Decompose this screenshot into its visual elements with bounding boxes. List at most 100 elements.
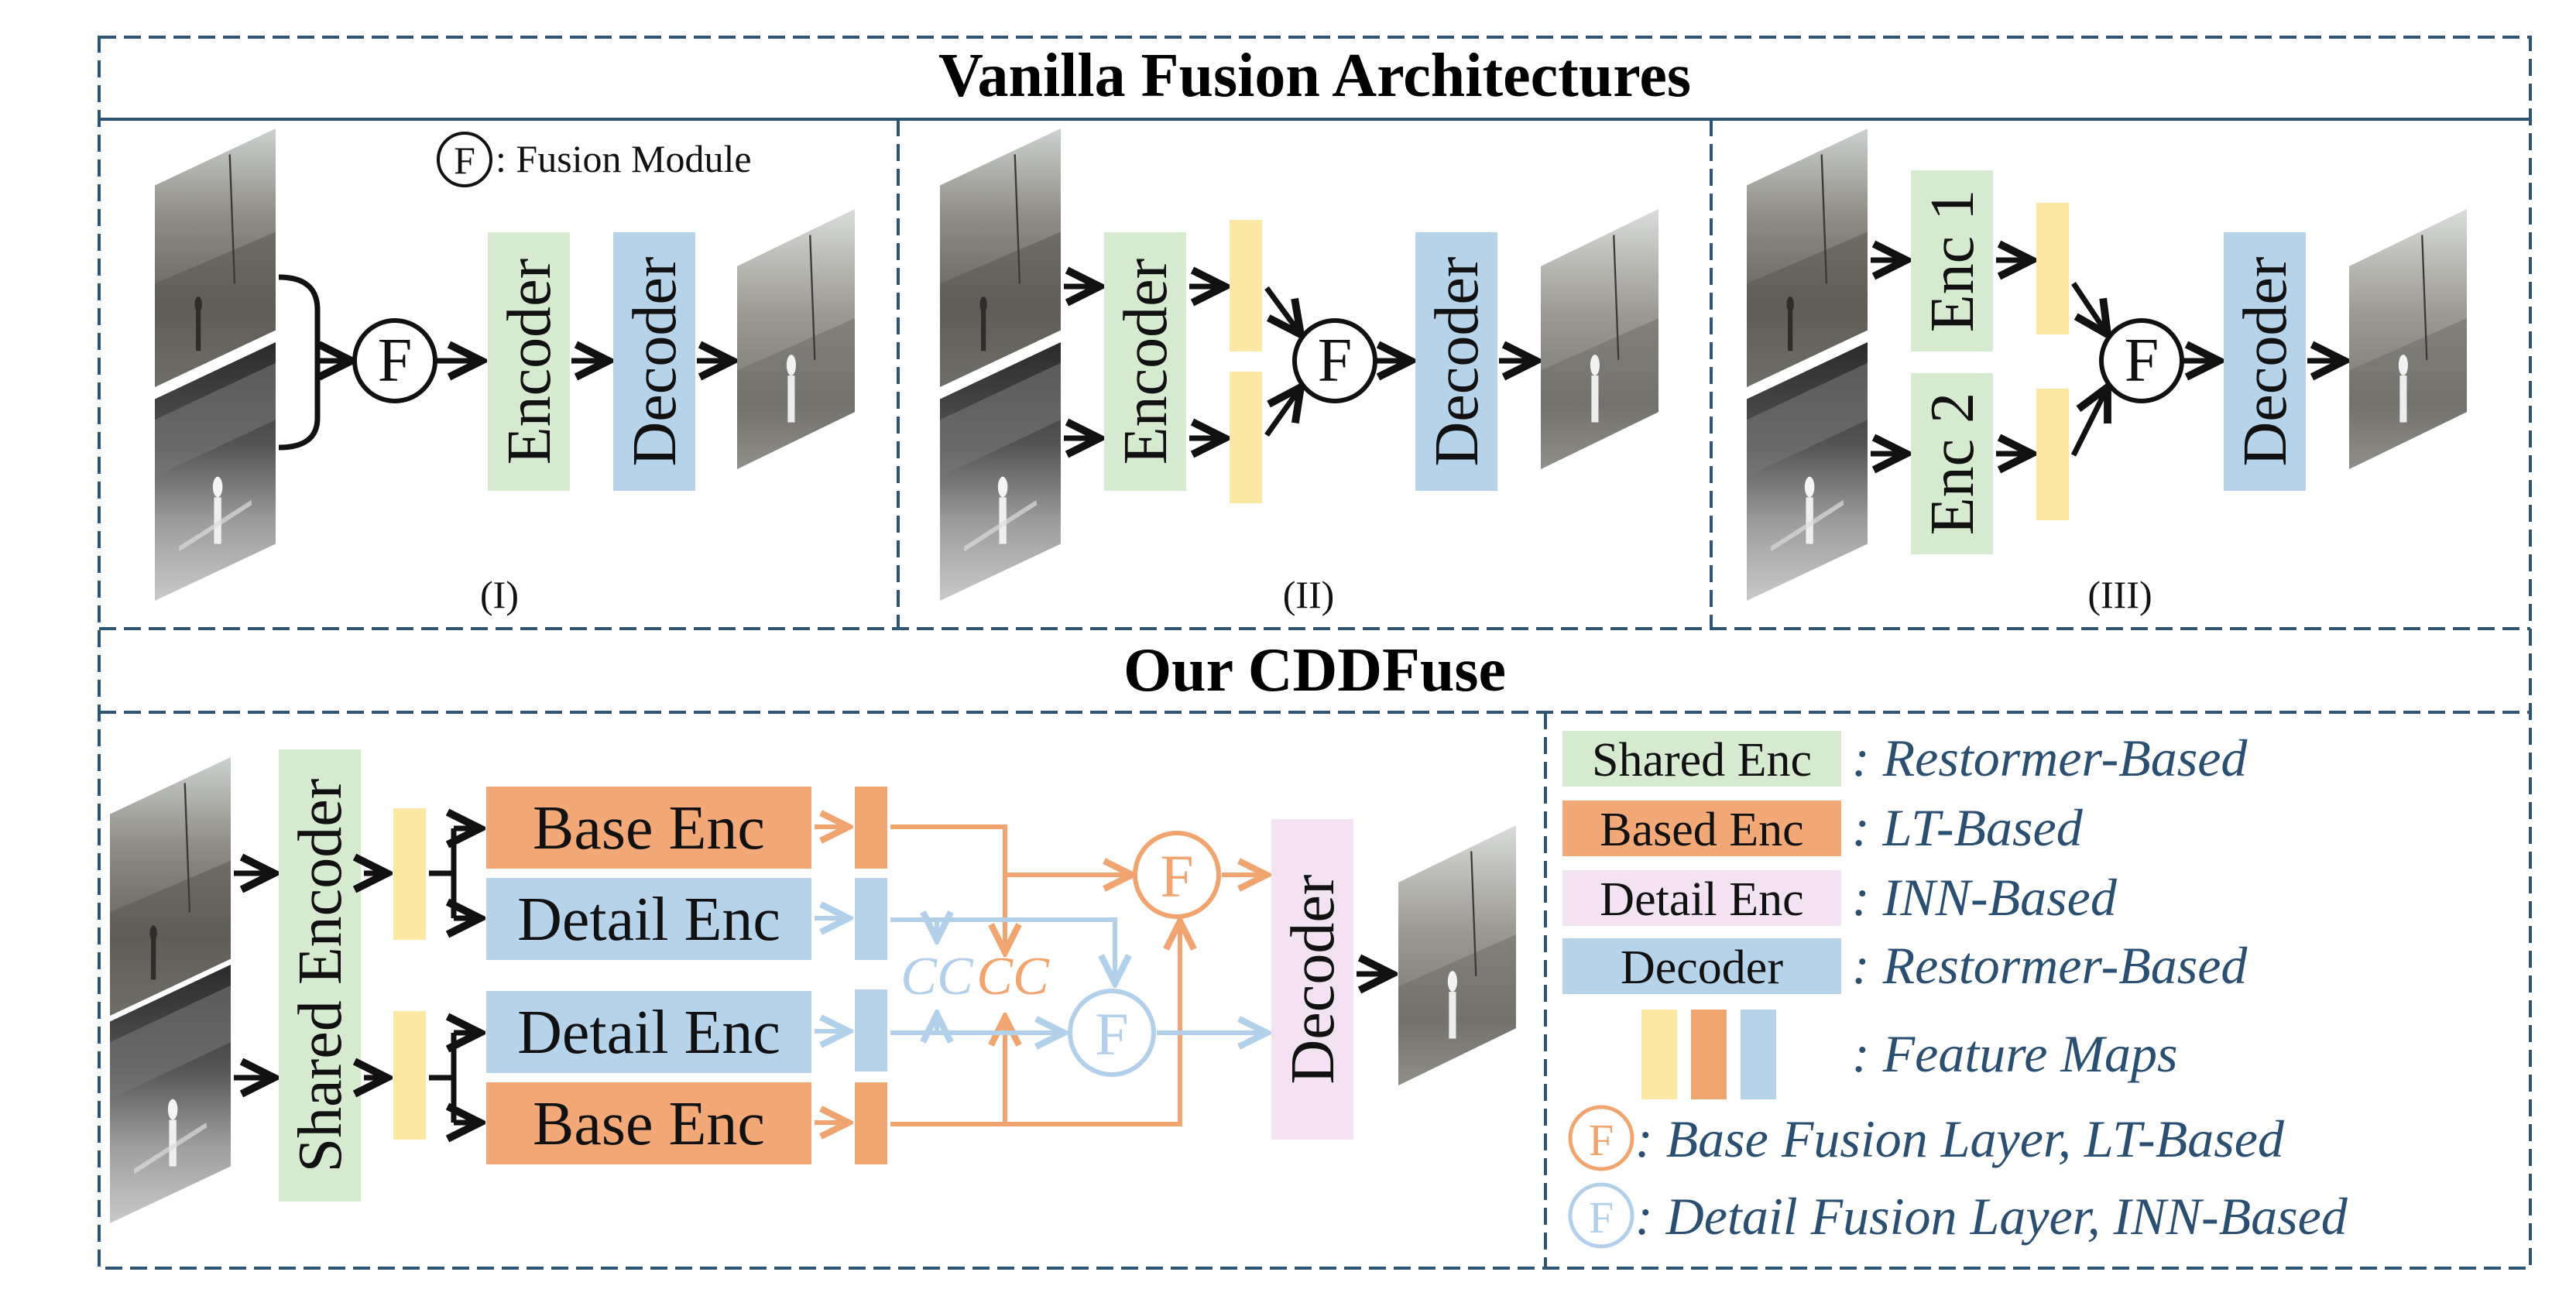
detail-enc-label-top: Detail Enc [517, 886, 780, 954]
detail-enc-block-top [486, 878, 811, 960]
fusion-module-label: F [378, 327, 413, 395]
legend-base-fusion-symbol: F [1589, 1115, 1614, 1165]
legend-box-detail-enc-label: Detail Enc [1600, 873, 1803, 926]
detail-paths [890, 920, 1267, 1033]
figure-frames [98, 36, 2532, 1270]
legend-desc-detail-enc: : INN-Based [1852, 868, 2118, 927]
feature-map [393, 1011, 426, 1140]
legend-box-base-enc-label: Based Enc [1600, 804, 1803, 856]
panel-3: Enc 1 Enc 2 F Decoder (III) [1747, 129, 2467, 616]
decoder-label: Decoder [2231, 257, 2300, 467]
legend-feature-map-orange [1691, 1010, 1727, 1099]
encoder-block [1104, 232, 1186, 491]
encoder-label: Encoder [1112, 259, 1180, 465]
visible-image [940, 129, 1061, 387]
visible-image [1747, 129, 1868, 387]
base-path-bottom-to-fusion [1005, 921, 1180, 1126]
shared-encoder-block [279, 749, 361, 1202]
fused-image [2349, 209, 2467, 469]
legend-base-fusion-label: : Base Fusion Layer, LT-Based [1635, 1109, 2285, 1168]
fusion-legend-label: : Fusion Module [496, 137, 752, 180]
cc-detail-marker: CC [900, 947, 974, 1006]
decoder-label: Decoder [1423, 257, 1491, 467]
base-fusion-label: F [1160, 842, 1193, 910]
legend-box-shared-enc [1562, 731, 1841, 787]
shared-encoder-label: Shared Encoder [286, 779, 355, 1173]
merge-brace [278, 274, 321, 451]
decoder-label: Decoder [1279, 875, 1347, 1085]
split-connector [429, 828, 457, 918]
vanilla-title: Vanilla Fusion Architectures [938, 42, 1691, 110]
encoder-label: Encoder [496, 259, 564, 465]
detail-fusion-layer [1068, 989, 1156, 1077]
legend-box-base-enc [1562, 801, 1841, 856]
infrared-image [155, 342, 276, 601]
visible-image [155, 129, 276, 387]
legend-box-decoder-label: Decoder [1621, 941, 1783, 994]
base-enc-label-bottom: Base Enc [533, 1090, 765, 1158]
base-enc-block-top [486, 787, 811, 869]
legend: Shared Enc : Restormer-Based Based Enc :… [1562, 729, 2348, 1249]
fusion-module-circle [2099, 318, 2184, 403]
detail-feature-map-bottom [855, 989, 887, 1071]
cc-base-marker: CC [976, 947, 1050, 1006]
fused-image [737, 209, 855, 469]
infrared-image [940, 342, 1061, 601]
legend-desc-decoder: : Restormer-Based [1852, 936, 2248, 995]
detail-fusion-label: F [1095, 1000, 1128, 1068]
feature-map [2036, 203, 2069, 334]
detail-enc-block-bottom [486, 991, 811, 1073]
enc1-label: Enc 1 [1919, 190, 1987, 332]
infrared-image [1747, 342, 1868, 601]
fused-image [1541, 209, 1658, 469]
enc2-label: Enc 2 [1919, 393, 1987, 535]
decoder-block [1415, 232, 1497, 491]
legend-feature-maps: : Feature Maps [1852, 1024, 2177, 1083]
base-enc-label-top: Base Enc [533, 794, 765, 862]
decoder-block [613, 232, 695, 491]
decoder-block [2224, 232, 2306, 491]
panel-1-caption: (I) [480, 573, 519, 616]
fusion-legend-symbol: F [454, 139, 475, 182]
legend-detail-fusion-icon [1568, 1182, 1634, 1249]
arrow [2070, 387, 2108, 457]
fusion-module-label: F [2125, 327, 2159, 395]
encoder-block [488, 232, 570, 491]
panel-2: Encoder F Decoder (II) [940, 129, 1658, 616]
feature-map [1230, 372, 1262, 503]
arrow [2071, 282, 2108, 334]
fusion-module-circle [1292, 318, 1377, 403]
detail-feature-map-top [855, 878, 887, 960]
feature-map [1230, 220, 1262, 351]
arrow [1264, 387, 1301, 437]
legend-box-shared-enc-label: Shared Enc [1592, 734, 1812, 787]
base-paths [890, 825, 1267, 1126]
legend-box-detail-enc [1562, 870, 1841, 926]
decoder-label: Decoder [621, 257, 689, 467]
legend-desc-base-enc: : LT-Based [1852, 798, 2084, 857]
enc1-block [1911, 170, 1993, 351]
legend-base-fusion-icon [1568, 1105, 1634, 1171]
detail-enc-label-bottom: Detail Enc [517, 999, 780, 1067]
base-feature-map-top [855, 787, 887, 869]
panel-3-caption: (III) [2087, 573, 2152, 616]
feature-map [2036, 389, 2069, 520]
base-path-top-to-cc [890, 825, 1005, 952]
fusion-module-label: F [1318, 327, 1353, 395]
fused-image [1398, 825, 1516, 1085]
fusion-legend-circle [437, 132, 492, 187]
base-fusion-layer [1133, 831, 1221, 919]
cddfuse-diagram: Shared Encoder Base Enc Detail Enc Detai… [110, 749, 1516, 1223]
split-connector [429, 1033, 457, 1123]
feature-map [393, 808, 426, 940]
base-feature-map-bottom [855, 1082, 887, 1164]
panel-1: F Encoder Decoder F : Fusion Module (I) [155, 129, 855, 616]
detail-path-top-to-cc [890, 917, 1115, 983]
base-enc-block-bottom [486, 1082, 811, 1164]
arrow [1264, 286, 1301, 334]
legend-box-decoder [1562, 938, 1841, 994]
outer-frame [98, 36, 2532, 1270]
enc2-block [1911, 373, 1993, 554]
legend-detail-fusion-symbol: F [1589, 1192, 1614, 1243]
